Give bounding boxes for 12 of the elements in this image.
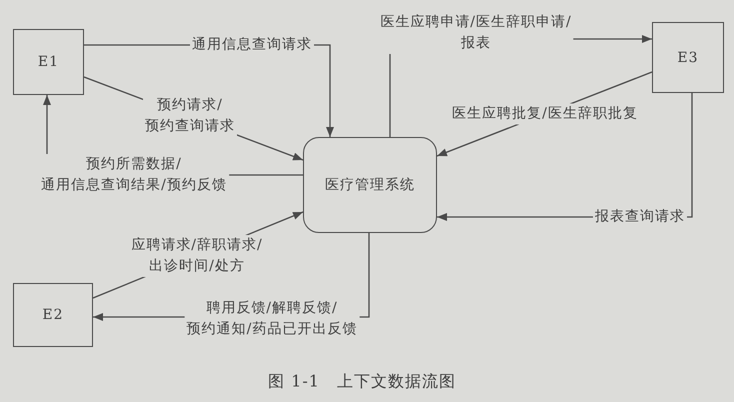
edge-label: 医生应聘申请/医生辞职申请/报表 xyxy=(378,12,574,54)
external-entity-box xyxy=(13,29,84,95)
external-entity-box xyxy=(13,283,93,347)
entity-name: E2 xyxy=(42,307,64,323)
entity-name: E1 xyxy=(38,54,60,70)
figure-caption: 图 1-1 上下文数据流图 xyxy=(268,372,456,392)
edge-label: 预约请求/预约查询请求 xyxy=(143,95,237,137)
entity-name: E3 xyxy=(677,50,699,66)
process-name: 医疗管理系统 xyxy=(325,176,415,194)
edge-label: 应聘请求/辞职请求/出诊时间/处方 xyxy=(129,235,265,277)
process-box xyxy=(303,137,437,233)
external-entity-box xyxy=(652,22,724,93)
